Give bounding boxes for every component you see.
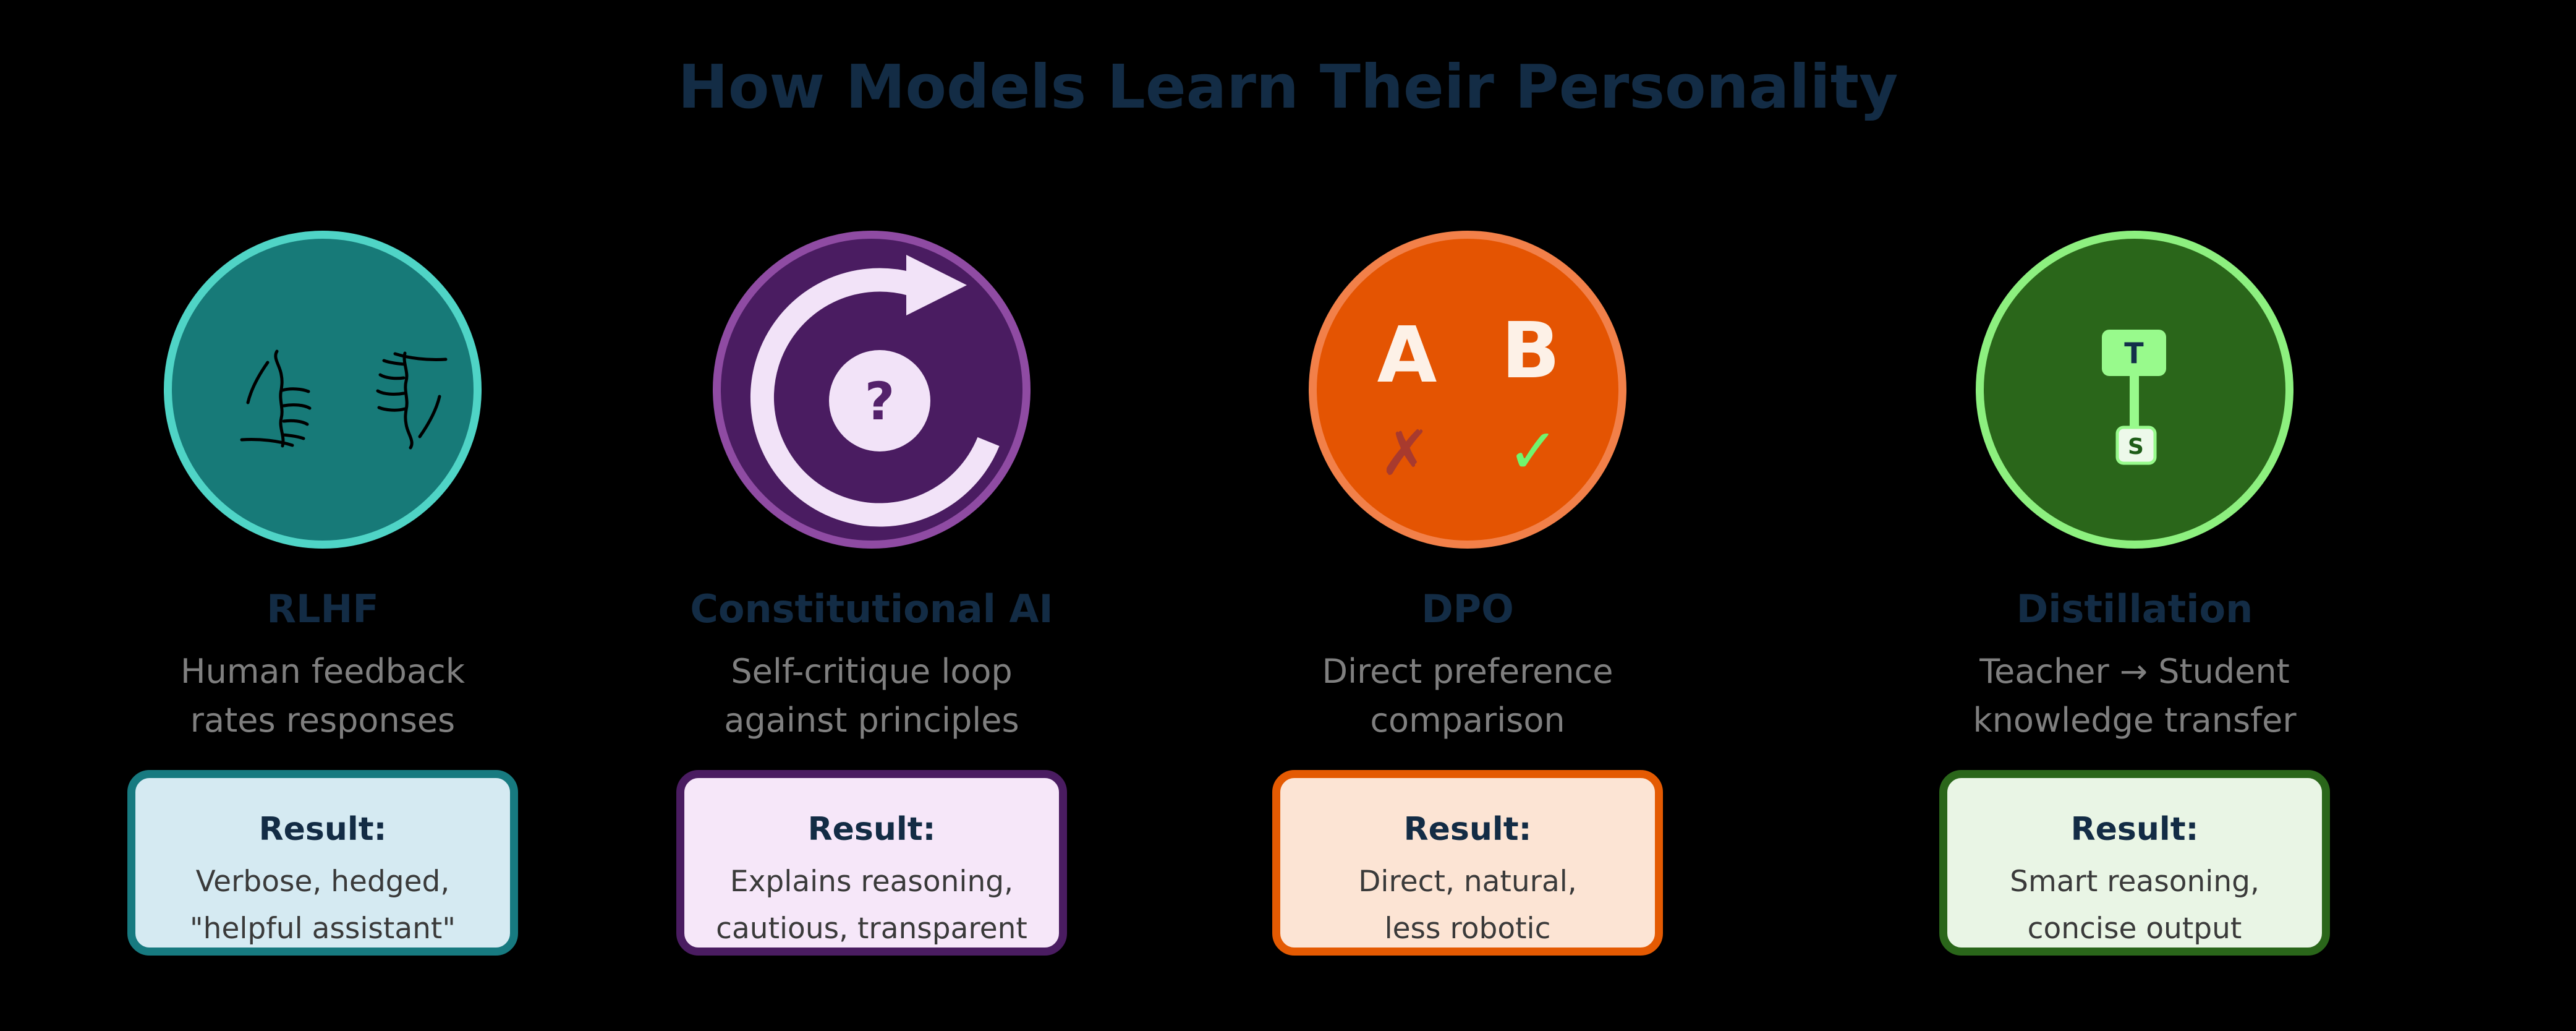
student-letter: S <box>2128 434 2144 460</box>
method-desc-dpo: Direct preference comparison <box>1257 647 1678 745</box>
transfer-connector <box>2130 376 2139 429</box>
reject-cross-icon: ✗ <box>1379 417 1431 489</box>
accept-check-icon: ✓ <box>1507 415 1559 487</box>
desc-line: comparison <box>1370 701 1565 740</box>
result-line: concise output <box>2027 912 2242 946</box>
desc-line: Self-critique loop <box>731 652 1013 691</box>
result-text: Explains reasoning, cautious, transparen… <box>684 858 1059 952</box>
ab-comparison-icon: A B ✗ ✓ <box>1377 306 1560 489</box>
arrowhead-icon <box>906 255 967 315</box>
method-name-constitutional-ai: Constitutional AI <box>690 586 1053 631</box>
desc-line: Teacher → Student <box>1979 652 2290 691</box>
desc-line: Human feedback <box>181 652 465 691</box>
method-desc-constitutional-ai: Self-critique loop against principles <box>661 647 1082 745</box>
result-line: Smart reasoning, <box>2010 865 2259 899</box>
constitutional-ai-circle: ? <box>713 231 1031 549</box>
result-line: less robotic <box>1384 912 1551 946</box>
result-line: Direct, natural, <box>1358 865 1577 899</box>
question-bubble <box>829 350 930 451</box>
result-box-distillation: Result: Smart reasoning, concise output <box>1939 770 2330 956</box>
desc-line: knowledge transfer <box>1973 701 2297 740</box>
result-line: cautious, transparent <box>716 912 1027 946</box>
result-line: Explains reasoning, <box>729 865 1014 899</box>
result-line: Verbose, hedged, <box>195 865 450 899</box>
rlhf-circle <box>164 231 482 549</box>
result-box-constitutional-ai: Result: Explains reasoning, cautious, tr… <box>676 770 1067 956</box>
option-b-letter: B <box>1501 306 1560 396</box>
method-name-dpo: DPO <box>1421 586 1514 631</box>
self-critique-loop-icon: ? <box>750 255 1000 527</box>
desc-line: Direct preference <box>1322 652 1613 691</box>
method-name-distillation: Distillation <box>2016 586 2253 631</box>
result-text: Direct, natural, less robotic <box>1280 858 1655 952</box>
method-desc-distillation: Teacher → Student knowledge transfer <box>1924 647 2345 745</box>
method-desc-rlhf: Human feedback rates responses <box>113 647 533 745</box>
method-name-rlhf: RLHF <box>266 586 379 631</box>
question-mark-icon: ? <box>865 371 895 432</box>
result-line: "helpful assistant" <box>190 912 456 946</box>
thumbs-up-down-icon <box>172 239 490 557</box>
result-box-dpo: Result: Direct, natural, less robotic <box>1272 770 1663 956</box>
loop-arc <box>750 268 1000 527</box>
page-title: How Models Learn Their Personality <box>678 52 1898 122</box>
teacher-student-icon: T S <box>2102 330 2166 465</box>
student-node <box>2115 426 2157 465</box>
result-label: Result: <box>258 811 387 848</box>
result-label: Result: <box>2070 811 2199 848</box>
teacher-letter: T <box>2124 336 2144 370</box>
teacher-node <box>2102 330 2166 376</box>
option-a-letter: A <box>1377 310 1437 400</box>
result-text: Verbose, hedged, "helpful assistant" <box>135 858 510 952</box>
result-label: Result: <box>1403 811 1532 848</box>
result-label: Result: <box>807 811 936 848</box>
thumbs-down-icon <box>378 353 446 448</box>
distillation-circle: T S <box>1976 231 2293 549</box>
desc-line: rates responses <box>190 701 456 740</box>
result-text: Smart reasoning, concise output <box>1947 858 2322 952</box>
result-box-rlhf: Result: Verbose, hedged, "helpful assist… <box>127 770 518 956</box>
desc-line: against principles <box>724 701 1019 740</box>
dpo-circle: A B ✗ ✓ <box>1309 231 1626 549</box>
thumbs-up-icon <box>242 351 310 446</box>
